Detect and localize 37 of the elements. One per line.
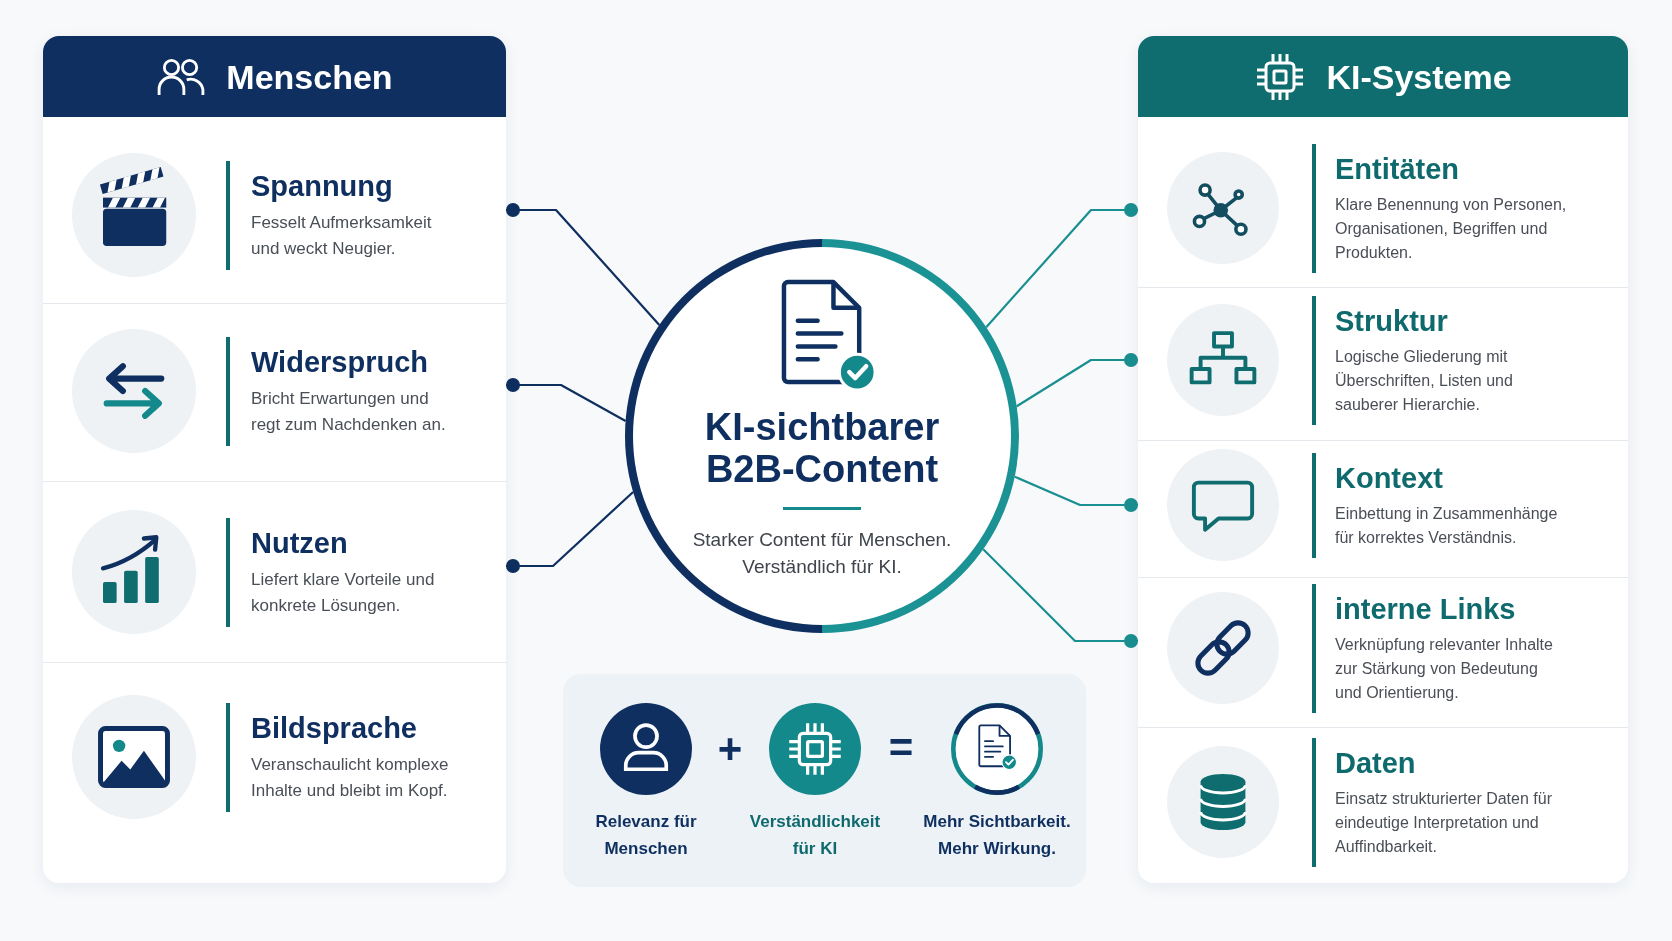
connector-line — [982, 548, 1138, 648]
summary-panel — [563, 674, 1086, 887]
connector-line — [985, 203, 1138, 328]
item-description: Fesselt Aufmerksamkeit und weckt Neugier. — [251, 211, 433, 260]
connector-line — [1014, 475, 1138, 512]
item-title: Widerspruch — [251, 344, 429, 379]
item-label: Mehr Sichtbarkeit. Mehr Wirkung. — [922, 811, 1072, 860]
item-title: Kontext — [1335, 460, 1444, 495]
item-title: Spannung — [251, 168, 394, 203]
item-description: Logische Gliederung mit Überschriften, Listen und sauberer Hierarchie. — [1335, 346, 1514, 415]
item-description: Verknüpfung relevanter Inhalte zur Stärkung von Bedeutung und Orientierung. — [1335, 634, 1554, 703]
item-title: Daten — [1335, 745, 1417, 780]
item-label: Verständlichkeit für KI — [748, 811, 882, 860]
item-title: Entitäten — [1335, 151, 1461, 186]
item-description: Einbettung in Zusammenhänge für korrektes Verständnis. — [1335, 503, 1559, 548]
connector-line — [506, 203, 661, 326]
item-description: Klare Benennung von Personen, Organisationen, Begriffen und Produkten. — [1335, 194, 1568, 263]
item-description: Liefert klare Vorteile und konkrete Lösungen. — [251, 568, 436, 617]
hub-subtitle: Starker Content für Menschen. Verständlich für KI. — [691, 528, 953, 579]
item-description: Veranschaulicht komplexe Inhalte und bleibt im Kopf. — [251, 753, 450, 802]
item-label: Relevanz für Menschen — [594, 811, 698, 860]
item-title: Nutzen — [251, 525, 349, 560]
item-title: Struktur — [1335, 303, 1449, 338]
item-title: interne Links — [1335, 591, 1517, 626]
item-description: Bricht Erwartungen und regt zum Nachdenken an. — [251, 387, 447, 436]
connector-line — [1016, 353, 1138, 408]
operator-symbol: + — [717, 728, 743, 770]
panel-card — [1138, 36, 1628, 883]
item-title: Bildsprache — [251, 710, 418, 745]
connector-line — [506, 491, 634, 573]
panel-card — [43, 36, 506, 883]
panel-heading: KI-Systeme — [1326, 56, 1512, 97]
panel-heading: Menschen — [226, 56, 393, 97]
item-description: Einsatz strukturierter Daten für eindeutige Interpretation und Auffindbarkeit. — [1335, 788, 1553, 857]
hub-title: KI-sichtbarer B2B-Content — [703, 406, 941, 490]
connector-line — [506, 378, 627, 422]
operator-symbol: = — [888, 727, 914, 769]
